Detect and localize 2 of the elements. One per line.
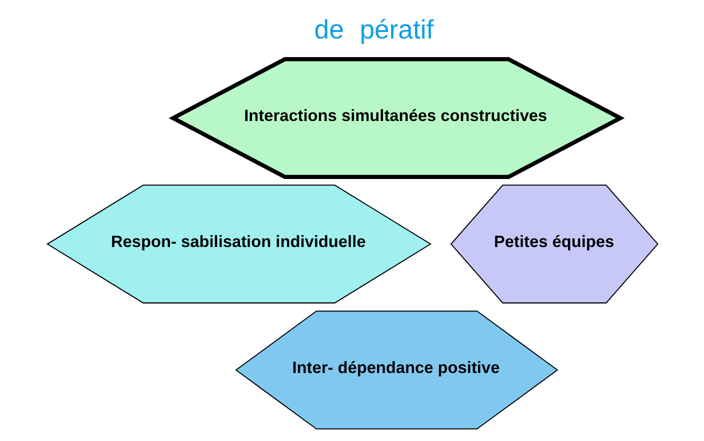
label: pératif: [359, 14, 434, 44]
label: de: [314, 14, 344, 44]
